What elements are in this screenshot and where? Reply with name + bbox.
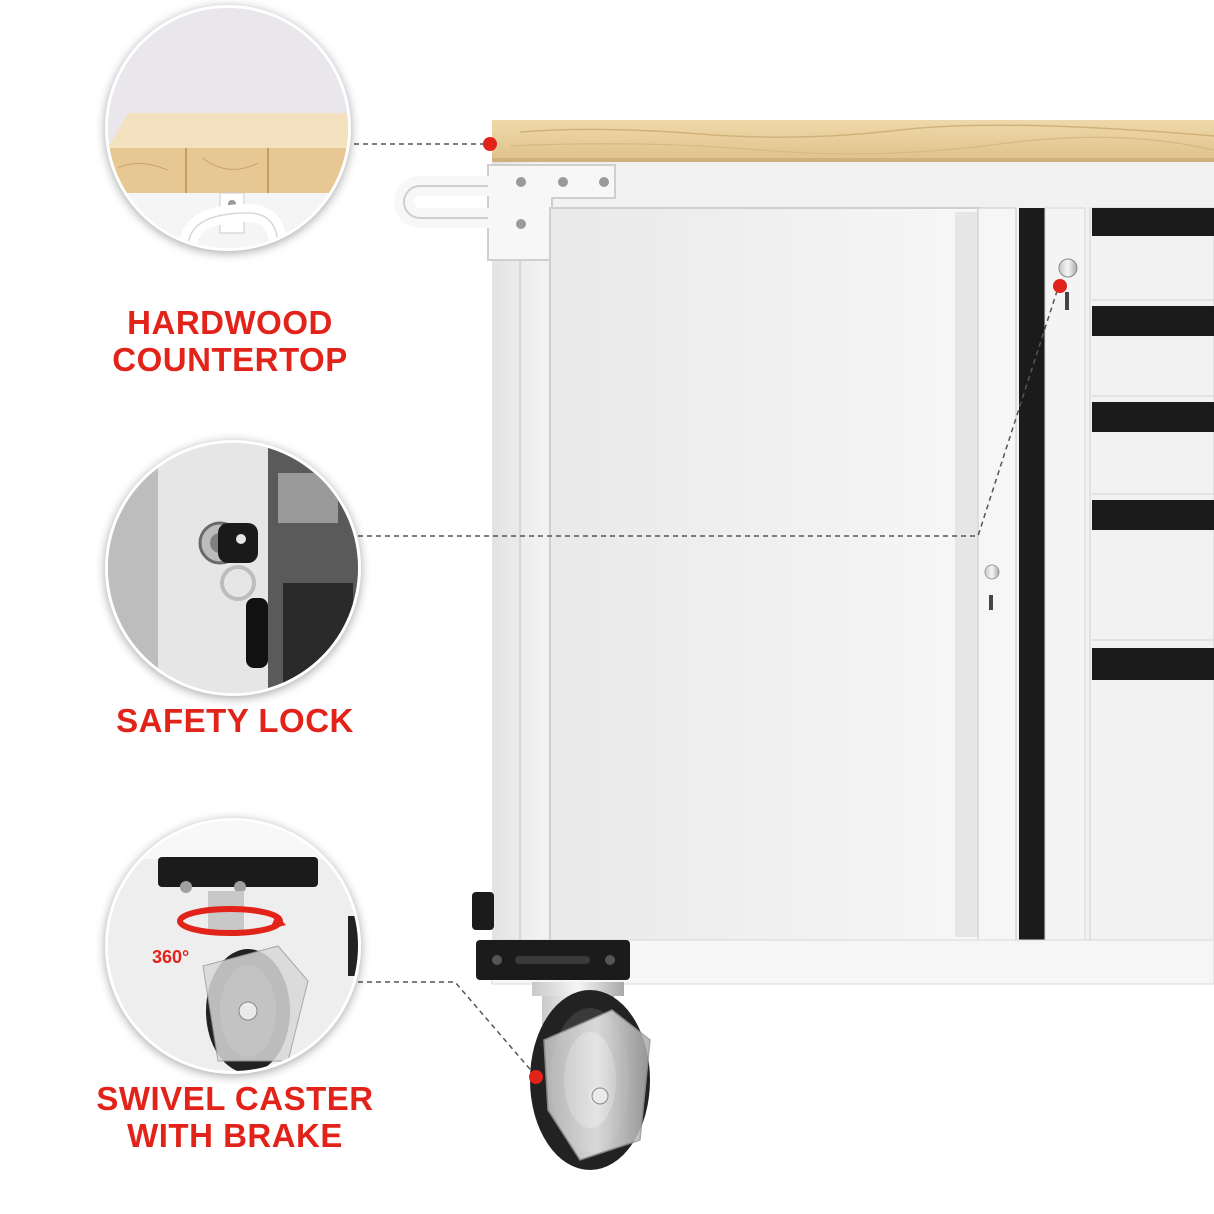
- countertop-title-line1: HARDWOOD: [127, 304, 333, 341]
- lock-title: SAFETY LOCK: [80, 704, 390, 737]
- caster-detail-circle: 360°: [105, 818, 361, 1074]
- callout-markers: [483, 137, 1067, 1084]
- caster-title-line2: WITH BRAKE: [127, 1117, 343, 1154]
- drawer-stack: [1089, 207, 1214, 942]
- black-trim-strip: [1019, 208, 1045, 941]
- cabinet-side-panel: [492, 162, 544, 984]
- callout-leader-lines: [345, 143, 1059, 1076]
- swivel-caster: [530, 982, 651, 1170]
- side-handle: [394, 176, 498, 228]
- corner-bumper: [472, 892, 630, 980]
- cabinet-door: [549, 207, 1017, 942]
- wood-countertop-detail-icon: [108, 8, 348, 248]
- wood-countertop: [492, 120, 1214, 162]
- countertop-detail-circle: [105, 5, 351, 251]
- rotation-label: 360°: [152, 947, 190, 967]
- caster-wheel-detail-icon: [108, 821, 358, 1071]
- countertop-title: HARDWOOD COUNTERTOP: [85, 306, 375, 376]
- lock-detail-circle: [105, 440, 361, 696]
- key-lock-detail-icon: [108, 443, 358, 693]
- caster-title-line1: SWIVEL CASTER: [96, 1080, 374, 1117]
- lock-title-line1: SAFETY LOCK: [116, 702, 354, 739]
- caster-title: SWIVEL CASTER WITH BRAKE: [70, 1082, 400, 1152]
- drawer-lock: [1058, 258, 1078, 310]
- countertop-title-line2: COUNTERTOP: [112, 341, 348, 378]
